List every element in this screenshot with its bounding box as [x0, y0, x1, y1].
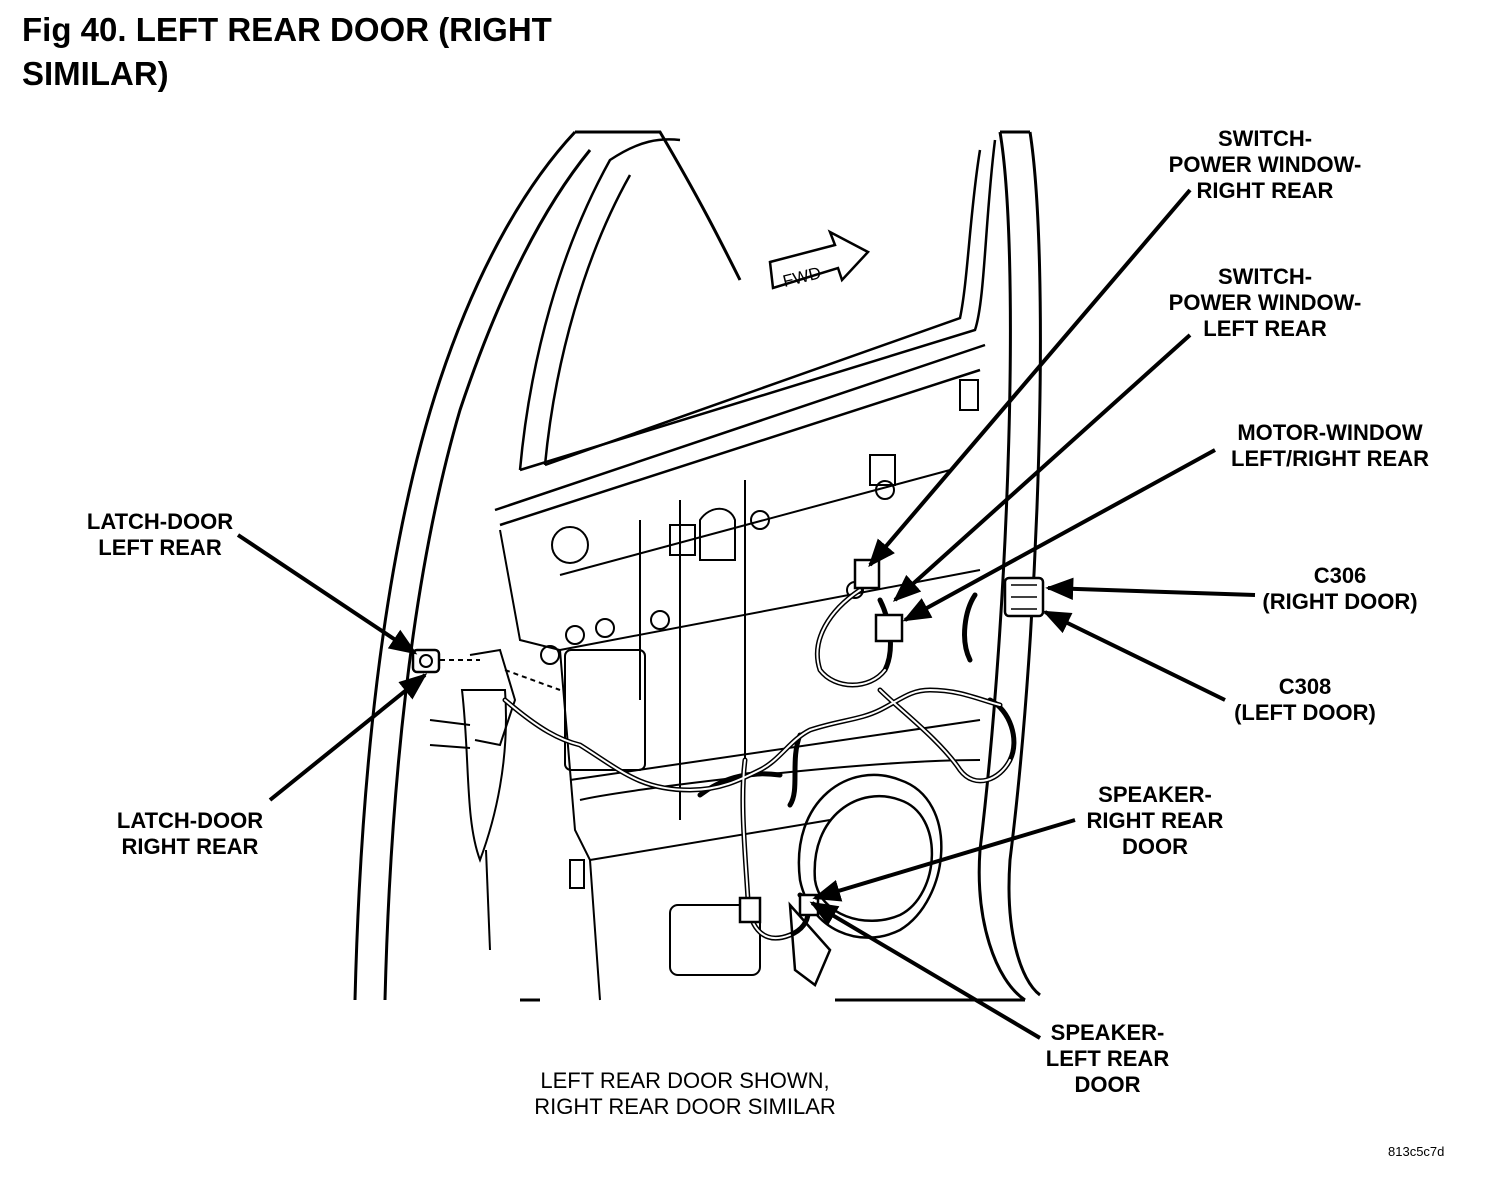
leader-motor-window: [902, 448, 1216, 622]
leader-speaker-left: [809, 901, 1042, 1040]
latch-assembly: [411, 648, 561, 951]
harness-outline: [504, 589, 1011, 940]
figure-title: Fig 40. LEFT REAR DOOR (RIGHT SIMILAR): [22, 8, 552, 96]
figure-title-line-1: Fig 40. LEFT REAR DOOR (RIGHT: [22, 11, 552, 48]
figure-note: LEFT REAR DOOR SHOWN, RIGHT REAR DOOR SI…: [534, 1068, 836, 1119]
label-c308: C308 (LEFT DOOR): [1234, 674, 1376, 725]
label-c306: C306 (RIGHT DOOR): [1262, 563, 1418, 614]
label-switch-power-window-left-rear: SWITCH- POWER WINDOW- LEFT REAR: [1168, 264, 1362, 341]
label-latch-door-right-rear: LATCH-DOOR RIGHT REAR: [116, 808, 264, 859]
leader-c306: [1045, 577, 1256, 601]
speaker-ring: [788, 773, 943, 987]
label-speaker-left-rear: SPEAKER- LEFT REAR DOOR: [1045, 1020, 1170, 1097]
leader-latch-left: [236, 533, 418, 655]
leader-latch-right: [268, 673, 428, 802]
leader-lines: [236, 188, 1256, 1040]
leader-c308: [1042, 610, 1226, 702]
label-latch-door-left-rear: LATCH-DOOR LEFT REAR: [86, 509, 234, 560]
image-code: 813c5c7d: [1388, 1144, 1445, 1159]
door-frame: [353, 130, 1042, 1002]
leader-speaker-right: [812, 818, 1076, 902]
leader-switch-right: [868, 188, 1192, 568]
figure-title-line-2: SIMILAR): [22, 55, 169, 92]
label-speaker-right-rear: SPEAKER- RIGHT REAR DOOR: [1086, 782, 1224, 859]
leader-switch-left: [892, 333, 1192, 602]
window-opening: [494, 138, 997, 527]
label-switch-power-window-right-rear: SWITCH- POWER WINDOW- RIGHT REAR: [1168, 126, 1362, 203]
connectors: [738, 558, 1045, 924]
label-motor-window: MOTOR-WINDOW LEFT/RIGHT REAR: [1231, 420, 1429, 471]
fwd-arrow: FWD: [768, 229, 871, 291]
